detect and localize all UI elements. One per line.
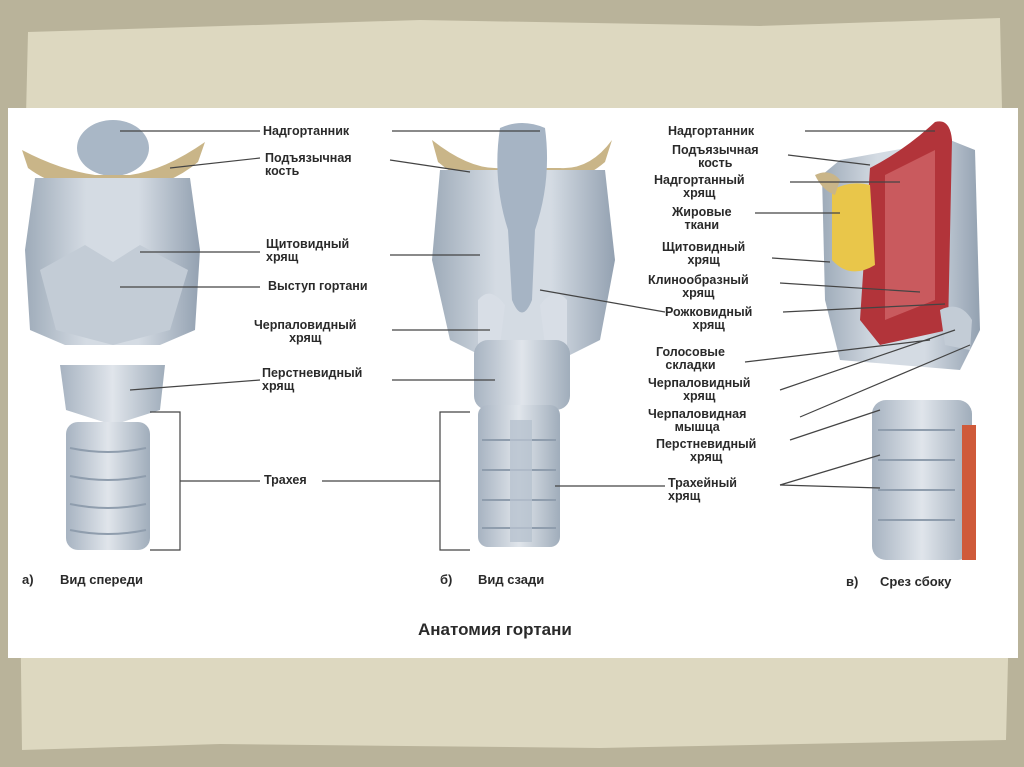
label-hyoid-bone-right: Подъязычная кость bbox=[672, 143, 759, 170]
label-arytenoid-muscle: Черпаловидная мышца bbox=[648, 407, 747, 434]
label-laryngeal-prominence: Выступ гортани bbox=[268, 279, 368, 293]
label-trachea: Трахея bbox=[264, 473, 307, 487]
caption-side-section: Срез сбоку bbox=[880, 574, 952, 589]
caption-letter-b: б) bbox=[440, 572, 453, 587]
label-epiglottic-cartilage: Надгортанный хрящ bbox=[654, 173, 745, 200]
label-corniculate-cartilage: Рожковидный хрящ bbox=[665, 305, 753, 332]
diagram-title: Анатомия гортани bbox=[418, 620, 572, 639]
label-cricoid-cartilage-center: Перстневидный хрящ bbox=[262, 366, 363, 393]
caption-letter-a: а) bbox=[22, 572, 34, 587]
label-epiglottis-center: Надгортанник bbox=[263, 124, 350, 138]
caption-back-view: Вид сзади bbox=[478, 572, 545, 587]
label-arytenoid-cartilage-center: Черпаловидный хрящ bbox=[254, 318, 357, 345]
label-vocal-folds: Голосовые складки bbox=[656, 345, 725, 372]
label-arytenoid-cartilage-right: Черпаловидный хрящ bbox=[648, 376, 751, 403]
leader-lines bbox=[120, 130, 971, 551]
label-cricoid-cartilage-right: Перстневидный хрящ bbox=[656, 437, 757, 464]
label-tracheal-cartilage: Трахейный хрящ bbox=[668, 476, 737, 503]
label-fatty-tissue: Жировые ткани bbox=[672, 205, 732, 232]
label-hyoid-bone-center: Подъязычная кость bbox=[265, 151, 352, 178]
back-view-drawing bbox=[432, 123, 615, 547]
label-cuneiform-cartilage: Клинообразный хрящ bbox=[648, 273, 749, 300]
caption-letter-c: в) bbox=[846, 574, 859, 589]
front-view-drawing bbox=[22, 120, 205, 550]
label-epiglottis-right: Надгортанник bbox=[668, 124, 755, 138]
label-thyroid-cartilage-right: Щитовидный хрящ bbox=[662, 240, 746, 267]
side-section-drawing bbox=[815, 121, 980, 560]
label-thyroid-cartilage-center: Щитовидный хрящ bbox=[266, 237, 350, 264]
caption-front-view: Вид спереди bbox=[60, 572, 143, 587]
